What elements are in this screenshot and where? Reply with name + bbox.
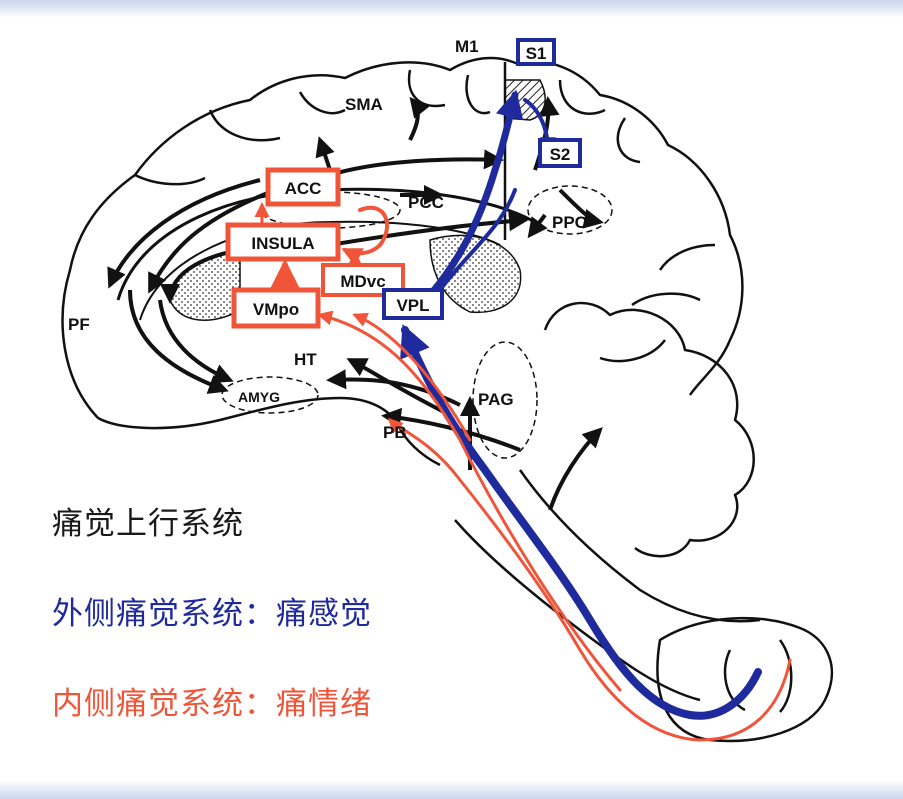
- s2-box: S2: [538, 138, 582, 168]
- mdvc-box: MDvc: [321, 263, 405, 297]
- legend-medial: 内侧痛觉系统：痛情绪: [52, 686, 372, 722]
- insula-box: INSULA: [225, 222, 341, 262]
- lateral-pathway: [400, 89, 762, 720]
- pag-label: PAG: [478, 390, 514, 409]
- ppc-label: PPC: [552, 213, 587, 232]
- pf-label: PF: [68, 315, 90, 334]
- legend-title: 痛觉上行系统: [52, 506, 244, 542]
- amyg-label: AMYG: [238, 389, 280, 405]
- ht-label: HT: [294, 350, 317, 369]
- m1-label: M1: [455, 37, 479, 56]
- medial-pathway: [254, 202, 792, 742]
- vpl-box: VPL: [382, 288, 444, 320]
- s1-box: S1: [516, 38, 556, 66]
- sma-label: SMA: [345, 95, 383, 114]
- acc-box: ACC: [265, 167, 341, 207]
- vmpo-box: VMpo: [231, 287, 321, 329]
- acc-label: ACC: [285, 179, 322, 198]
- thalamus-stipple: [169, 253, 241, 321]
- legend-lateral: 外侧痛觉系统：痛感觉: [52, 596, 372, 632]
- insula-label: INSULA: [251, 234, 314, 253]
- s2-label: S2: [550, 145, 571, 164]
- s1-label: S1: [526, 44, 547, 63]
- vpl-label: VPL: [396, 296, 429, 315]
- mdvc-label: MDvc: [340, 272, 385, 291]
- vmpo-label: VMpo: [253, 300, 299, 319]
- pb-label: PB: [383, 423, 407, 442]
- pcc-label: PCC: [408, 193, 444, 212]
